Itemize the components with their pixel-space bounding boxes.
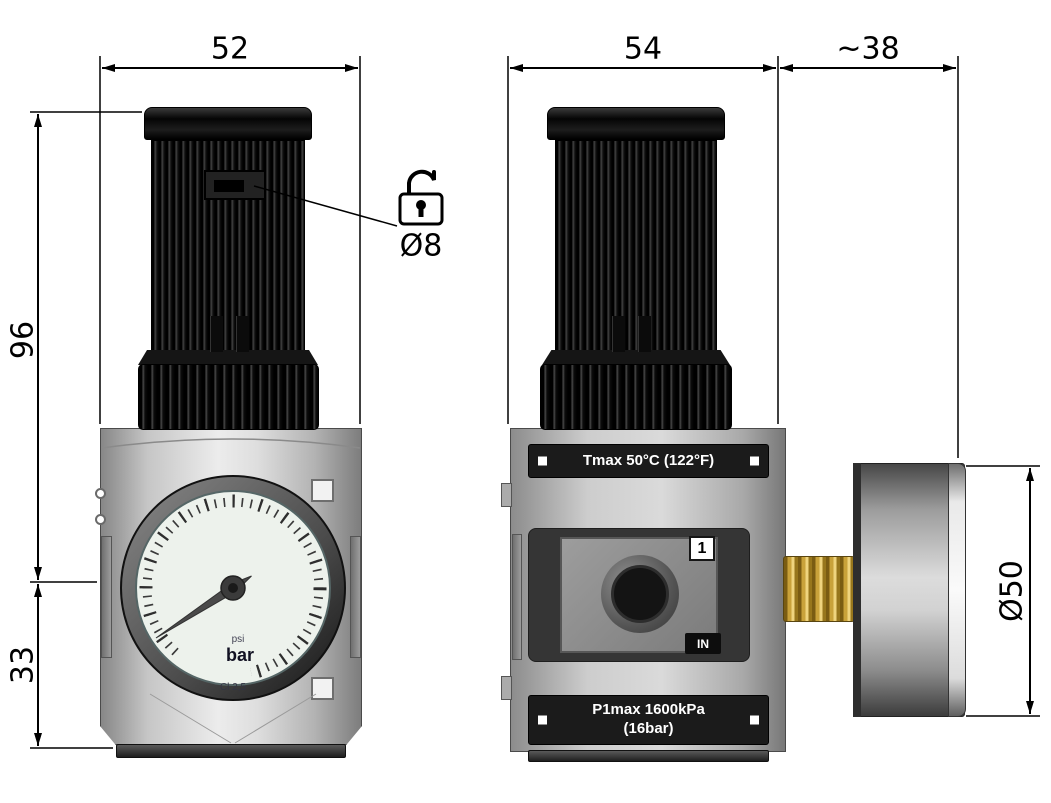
front-knob-tab	[210, 316, 223, 352]
front-knob-lock-slot	[204, 170, 266, 200]
dim-text-upper-height: 96	[5, 320, 41, 360]
front-knob-cap	[144, 107, 312, 140]
band-screw-left	[538, 715, 547, 725]
padlock-open-icon	[398, 169, 444, 226]
side-base-plate	[528, 750, 769, 762]
gauge-brass-fitting	[783, 556, 855, 622]
dim-text-lower-height: 33	[5, 645, 41, 685]
tmax-label-band: Tmax 50°C (122°F)	[528, 444, 769, 478]
front-threaded-collar	[138, 364, 319, 430]
side-knob-body	[555, 140, 717, 352]
front-body-right-slot	[350, 536, 361, 658]
side-threaded-collar	[540, 364, 732, 430]
side-body-groove	[512, 534, 522, 660]
band-screw-left	[538, 456, 547, 466]
side-body-tab	[501, 676, 512, 700]
lock-slot-hole	[214, 180, 244, 192]
band-screw-right	[750, 456, 759, 466]
inlet-port-hole	[611, 565, 669, 623]
port-number-badge: 1	[689, 536, 715, 561]
port-in-label: IN	[697, 636, 709, 651]
side-knob-cap	[547, 107, 725, 140]
front-knob-tab	[236, 316, 249, 352]
front-body-notch	[95, 488, 106, 499]
front-body-notch	[95, 514, 106, 525]
band-screw-right	[750, 715, 759, 725]
dim-text-gauge-depth: ~38	[836, 31, 900, 67]
side-knob-tab	[638, 316, 651, 352]
dim-text-front-width: 52	[210, 31, 250, 67]
front-knob-flare	[138, 350, 318, 365]
gauge-side-backplate	[853, 463, 861, 717]
dim-text-lock-hole: Ø8	[399, 228, 443, 264]
front-bolt-hole-top	[311, 479, 334, 502]
tmax-label: Tmax 50°C (122°F)	[582, 451, 715, 469]
front-base-plate	[116, 744, 346, 758]
side-body-tab	[501, 483, 512, 507]
port-in-badge: IN	[685, 633, 721, 654]
p1max-label-line1: P1max 1600kPa	[592, 701, 705, 719]
front-bolt-hole-bottom	[311, 677, 334, 700]
front-body-left-slot	[101, 536, 112, 658]
dim-text-gauge-diameter: Ø50	[994, 560, 1030, 622]
side-knob-flare	[542, 350, 730, 365]
gauge-face-rim	[948, 463, 966, 717]
p1max-label-band: P1max 1600kPa (16bar)	[528, 695, 769, 745]
port-number: 1	[697, 539, 707, 557]
p1max-label-line2: (16bar)	[623, 720, 674, 737]
dim-text-side-width: 54	[623, 31, 663, 67]
side-knob-tab	[612, 316, 625, 352]
